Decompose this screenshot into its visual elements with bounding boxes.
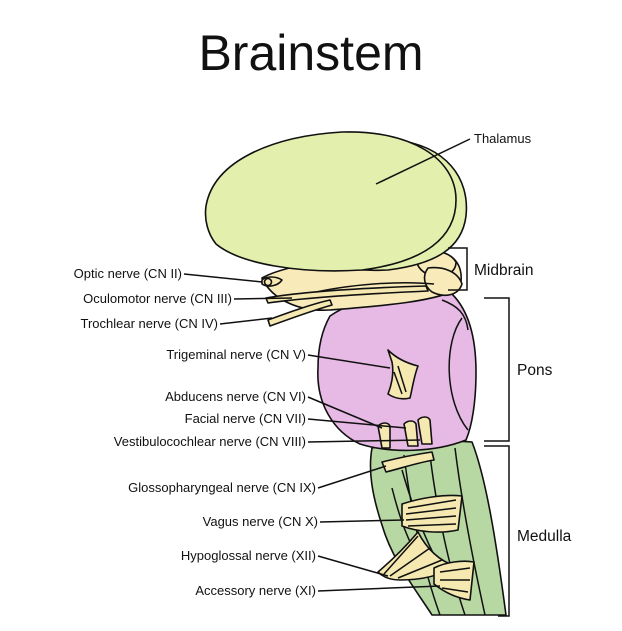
label-pons: Pons xyxy=(517,362,553,379)
vestibulocochlear-leader xyxy=(307,439,421,443)
hypoglossal-fibers xyxy=(383,535,443,579)
label-vestibulocochlear-nerve: Vestibulocochlear nerve (CN VIII) xyxy=(114,434,306,449)
thalamus-structure xyxy=(204,131,468,272)
label-trochlear-nerve: Trochlear nerve (CN IV) xyxy=(81,316,219,331)
label-thalamus: Thalamus xyxy=(474,131,532,146)
diagram-title: Brainstem xyxy=(198,25,424,81)
vagus-fibers xyxy=(405,499,457,527)
trigeminal-fibers xyxy=(393,365,407,395)
medulla-bracket xyxy=(484,445,510,617)
hypoglossal-leader xyxy=(317,555,389,577)
glossopharyngeal-leader xyxy=(317,465,387,489)
leader-lines xyxy=(183,138,471,592)
abducens-root xyxy=(377,422,391,449)
glossopharyngeal-nerve xyxy=(381,451,435,473)
label-optic-nerve: Optic nerve (CN II) xyxy=(74,266,182,281)
label-oculomotor-nerve: Oculomotor nerve (CN III) xyxy=(83,291,232,306)
region-labels: Midbrain Pons Medulla xyxy=(474,262,572,545)
accessory-leader xyxy=(317,585,441,592)
label-abducens-nerve: Abducens nerve (CN VI) xyxy=(165,389,306,404)
oculomotor-nerve xyxy=(265,285,429,304)
midbrain-bracket xyxy=(448,247,468,291)
middle-cerebellar-peduncle xyxy=(448,317,469,431)
accessory-fibers xyxy=(439,567,471,593)
trochlear-leader xyxy=(219,317,273,325)
inferior-colliculus xyxy=(423,266,463,297)
oculomotor-leader xyxy=(233,297,293,300)
label-medulla: Medulla xyxy=(517,528,572,545)
abducens-leader xyxy=(307,396,383,429)
thalamus-front-lobe xyxy=(204,131,457,272)
medulla-fissure-3 xyxy=(454,447,486,616)
label-hypoglossal-nerve: Hypoglossal nerve (XII) xyxy=(181,548,316,563)
trochlear-nerve xyxy=(267,299,333,327)
trigeminal-leader xyxy=(307,354,391,369)
label-midbrain: Midbrain xyxy=(474,262,533,279)
trigeminal-root xyxy=(387,349,419,400)
label-accessory-nerve: Accessory nerve (XI) xyxy=(195,583,316,598)
label-trigeminal-nerve: Trigeminal nerve (CN V) xyxy=(166,347,306,362)
vagus-rootlets xyxy=(401,494,463,533)
vestibulocochlear-root xyxy=(417,416,433,445)
thalamus-leader xyxy=(375,138,471,185)
label-facial-nerve: Facial nerve (CN VII) xyxy=(185,411,306,426)
facial-leader xyxy=(307,418,407,429)
optic-nerve-end xyxy=(263,277,273,287)
structure-labels: Thalamus Optic nerve (CN II) Oculomotor … xyxy=(74,131,532,598)
pons-bracket xyxy=(484,297,510,442)
label-vagus-nerve: Vagus nerve (CN X) xyxy=(203,514,318,529)
pons-upper-contour xyxy=(441,299,469,331)
label-glossopharyngeal-nerve: Glossopharyngeal nerve (CN IX) xyxy=(128,480,316,495)
optic-leader xyxy=(183,273,263,283)
region-brackets xyxy=(448,247,510,617)
vagus-leader xyxy=(319,519,405,523)
